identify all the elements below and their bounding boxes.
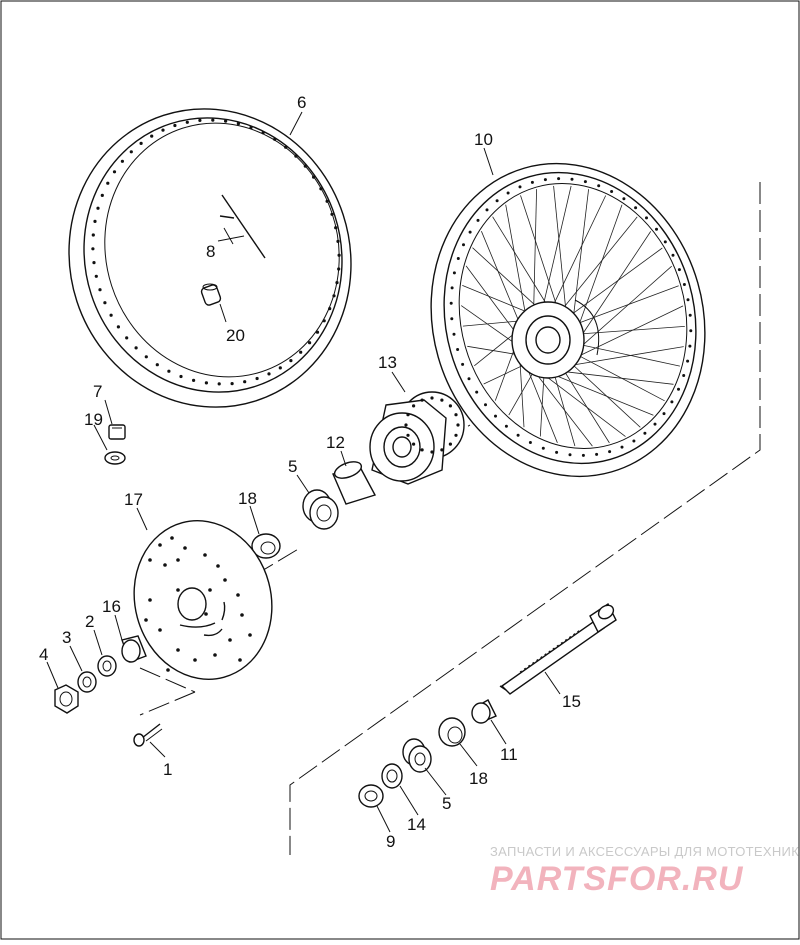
wheel-seal-left-part [251, 533, 281, 559]
washer-14-part [381, 763, 403, 789]
callout-5-left: 5 [288, 457, 297, 476]
callout-6: 6 [297, 93, 306, 112]
watermark: ЗАПЧАСТИ И АКСЕССУАРЫ ДЛЯ МОТОТЕХНИКИ PA… [490, 844, 800, 898]
lock-washer-part [77, 671, 97, 693]
wheel-bearing-left-part [302, 489, 339, 530]
watermark-brand: PARTSFOR.RU [490, 860, 744, 898]
valve-washer-part [104, 451, 126, 465]
rim-part [68, 108, 352, 408]
callout-12: 12 [326, 433, 345, 452]
callout-13: 13 [378, 353, 397, 372]
callout-15: 15 [562, 692, 581, 711]
callout-18-right: 18 [469, 769, 488, 788]
callout-14: 14 [407, 815, 426, 834]
callout-8: 8 [206, 242, 215, 261]
watermark-tagline: ЗАПЧАСТИ И АКСЕССУАРЫ ДЛЯ МОТОТЕХНИКИ [490, 844, 800, 859]
callout-2: 2 [85, 612, 94, 631]
callout-20: 20 [226, 326, 245, 345]
callout-19: 19 [84, 410, 103, 429]
valve-nut-part [108, 424, 126, 440]
spoke-part [219, 194, 266, 259]
wheel-seal-right-part [438, 717, 466, 747]
callout-3: 3 [62, 628, 71, 647]
axle-nut-part [54, 684, 79, 714]
callout-labels: 6 10 8 20 7 19 13 12 5 18 17 16 2 3 4 1 … [39, 93, 581, 851]
callout-7: 7 [93, 382, 102, 401]
wheel-bearing-right-part [402, 738, 432, 773]
callout-16: 16 [102, 597, 121, 616]
callout-9: 9 [386, 832, 395, 851]
axle-spacer-part [471, 699, 497, 724]
callout-1: 1 [163, 760, 172, 779]
callout-11: 11 [500, 745, 518, 764]
callout-17: 17 [124, 490, 143, 509]
leader-lines [46, 111, 561, 833]
washer-part [97, 655, 117, 677]
wheel-hub-part [369, 391, 465, 485]
disc-bolt-part [133, 723, 163, 747]
spoke-nipple-part [200, 283, 222, 306]
washer-9-part [358, 784, 384, 808]
callout-18-left: 18 [238, 489, 257, 508]
callout-10: 10 [474, 130, 493, 149]
exploded-view-guide-lines [139, 182, 761, 855]
hub-spacer-part [332, 461, 377, 505]
callout-5-right: 5 [442, 794, 451, 813]
callout-4: 4 [39, 645, 48, 664]
disc-spacer-part [121, 635, 147, 663]
axle-part [499, 602, 617, 695]
brake-disc-part [133, 520, 273, 680]
spoked-wheel-part [430, 162, 706, 478]
